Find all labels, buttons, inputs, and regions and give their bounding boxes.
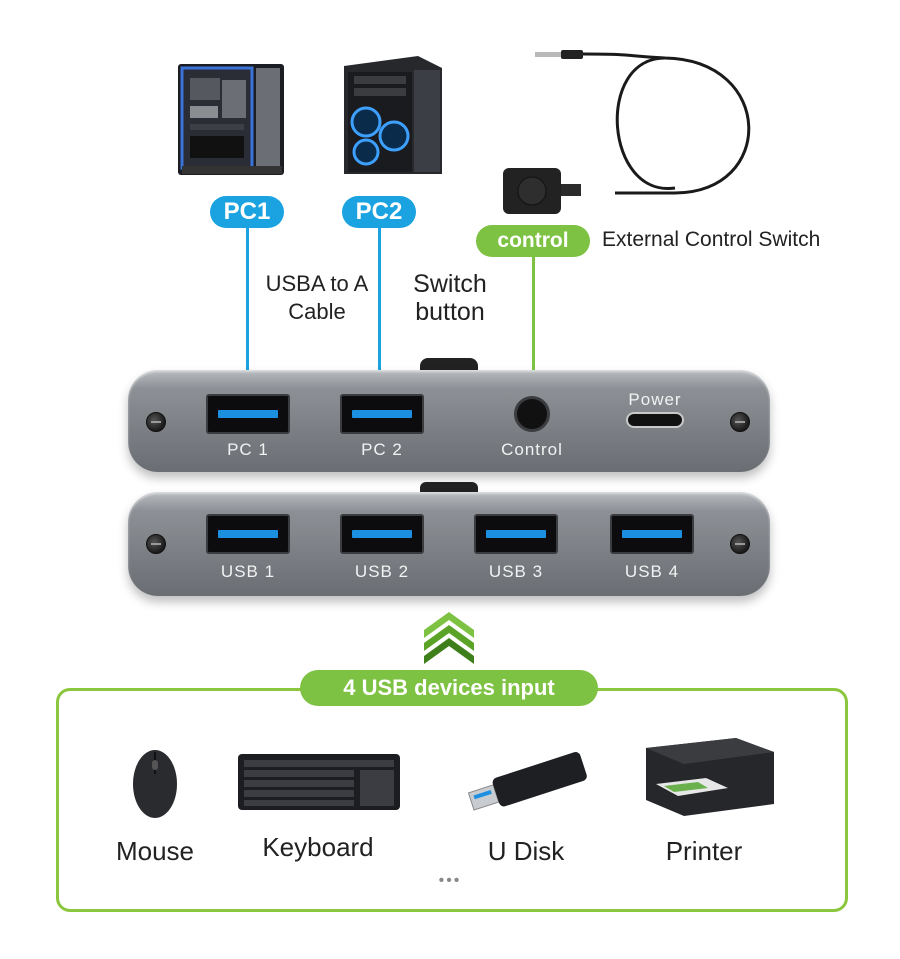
pc2-tower-icon bbox=[344, 56, 442, 174]
external-control-switch-icon bbox=[503, 50, 751, 214]
screw-left-icon bbox=[146, 534, 166, 554]
usb-port-pc1[interactable] bbox=[206, 394, 290, 434]
pc1-connector-line bbox=[246, 228, 249, 398]
mouse-icon bbox=[133, 750, 177, 818]
keyboard-icon bbox=[238, 754, 400, 810]
usb-port-3[interactable] bbox=[474, 514, 558, 554]
control-badge: control bbox=[476, 225, 590, 257]
cable-label-line1: USBA to A bbox=[265, 271, 369, 296]
switch-label-line1: Switch bbox=[413, 270, 487, 298]
device-label-keyboard: Keyboard bbox=[262, 832, 374, 862]
port-label-pc2: PC 2 bbox=[361, 440, 403, 459]
port-label-power: Power bbox=[628, 390, 682, 409]
switch-button-label: Switch button bbox=[400, 270, 500, 326]
usb-port-4[interactable] bbox=[610, 514, 694, 554]
pc2-badge: PC2 bbox=[342, 196, 416, 228]
more-devices-indicator: ••• bbox=[438, 872, 462, 889]
hub-bottom: USB 1 USB 2 USB 3 USB 4 bbox=[128, 492, 770, 596]
external-control-label: External Control Switch bbox=[602, 228, 821, 251]
switch-label-line2: button bbox=[415, 298, 485, 326]
screw-right-icon bbox=[730, 534, 750, 554]
port-label-usb2: USB 2 bbox=[354, 562, 410, 581]
chevron-up-icon bbox=[424, 612, 474, 664]
usb-disk-icon bbox=[467, 752, 587, 811]
screw-left-icon bbox=[146, 412, 166, 432]
port-label-usb4: USB 4 bbox=[624, 562, 680, 581]
pc2-connector-line bbox=[378, 228, 381, 398]
usb-port-1[interactable] bbox=[206, 514, 290, 554]
pc1-tower-icon bbox=[178, 64, 284, 175]
port-label-usb1: USB 1 bbox=[220, 562, 276, 581]
usb-c-power-port[interactable] bbox=[626, 412, 684, 428]
port-label-pc1: PC 1 bbox=[227, 440, 269, 459]
devices-title-badge: 4 USB devices input bbox=[300, 670, 598, 706]
port-label-control: Control bbox=[501, 440, 563, 459]
screw-right-icon bbox=[730, 412, 750, 432]
cable-label: USBA to A Cable bbox=[252, 270, 382, 326]
port-label-usb3: USB 3 bbox=[488, 562, 544, 581]
pc1-badge: PC1 bbox=[210, 196, 284, 228]
hub-top: PC 1 PC 2 Control Power bbox=[128, 370, 770, 472]
device-label-mouse: Mouse bbox=[115, 836, 195, 866]
device-label-printer: Printer bbox=[665, 836, 743, 866]
switch-button-bottom bbox=[420, 482, 478, 494]
usb-port-2[interactable] bbox=[340, 514, 424, 554]
printer-icon bbox=[646, 738, 774, 816]
control-connector-line bbox=[532, 257, 535, 385]
usb-port-pc2[interactable] bbox=[340, 394, 424, 434]
control-jack[interactable] bbox=[514, 396, 550, 432]
device-label-u-disk: U Disk bbox=[487, 836, 565, 866]
cable-label-line2: Cable bbox=[288, 299, 346, 324]
